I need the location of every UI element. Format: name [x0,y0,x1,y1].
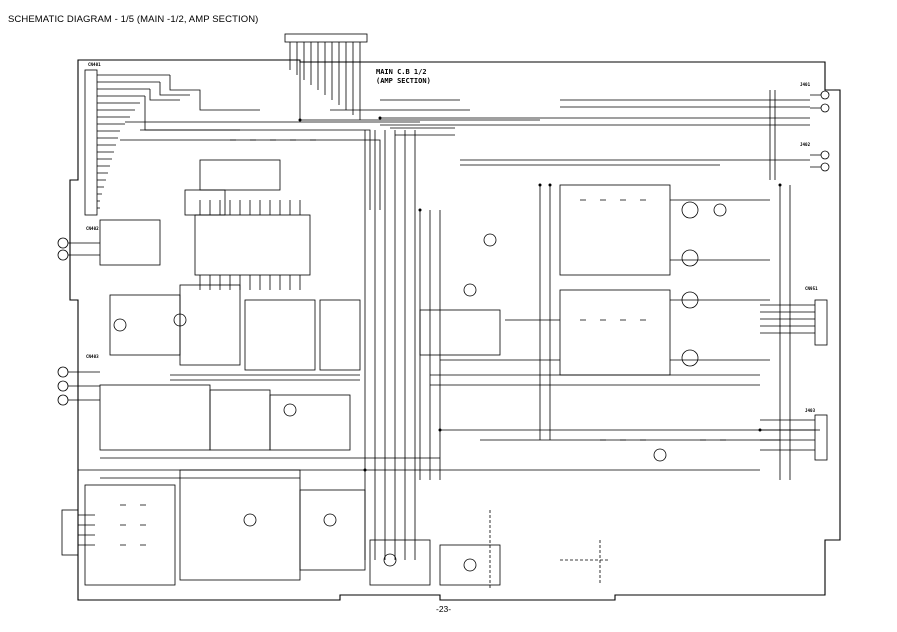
board-label-line1: MAIN C.B 1/2 [376,68,427,76]
board-label: MAIN C.B 1/2 (AMP SECTION) [376,68,431,86]
board-label-line2: (AMP SECTION) [376,77,431,85]
connector-label-j401: J401 [800,82,811,87]
connector-label-cn402: CN402 [86,226,99,231]
connector-label-j403: J403 [805,408,816,413]
connector-label-j402: J402 [800,142,811,147]
page-number: -23- [436,604,452,614]
page-title: SCHEMATIC DIAGRAM - 1/5 (MAIN -1/2, AMP … [8,14,259,25]
connector-label-cn401: CN401 [88,62,101,67]
connector-label-cn951: CN951 [805,286,818,291]
connector-label-cn403: CN403 [86,354,99,359]
